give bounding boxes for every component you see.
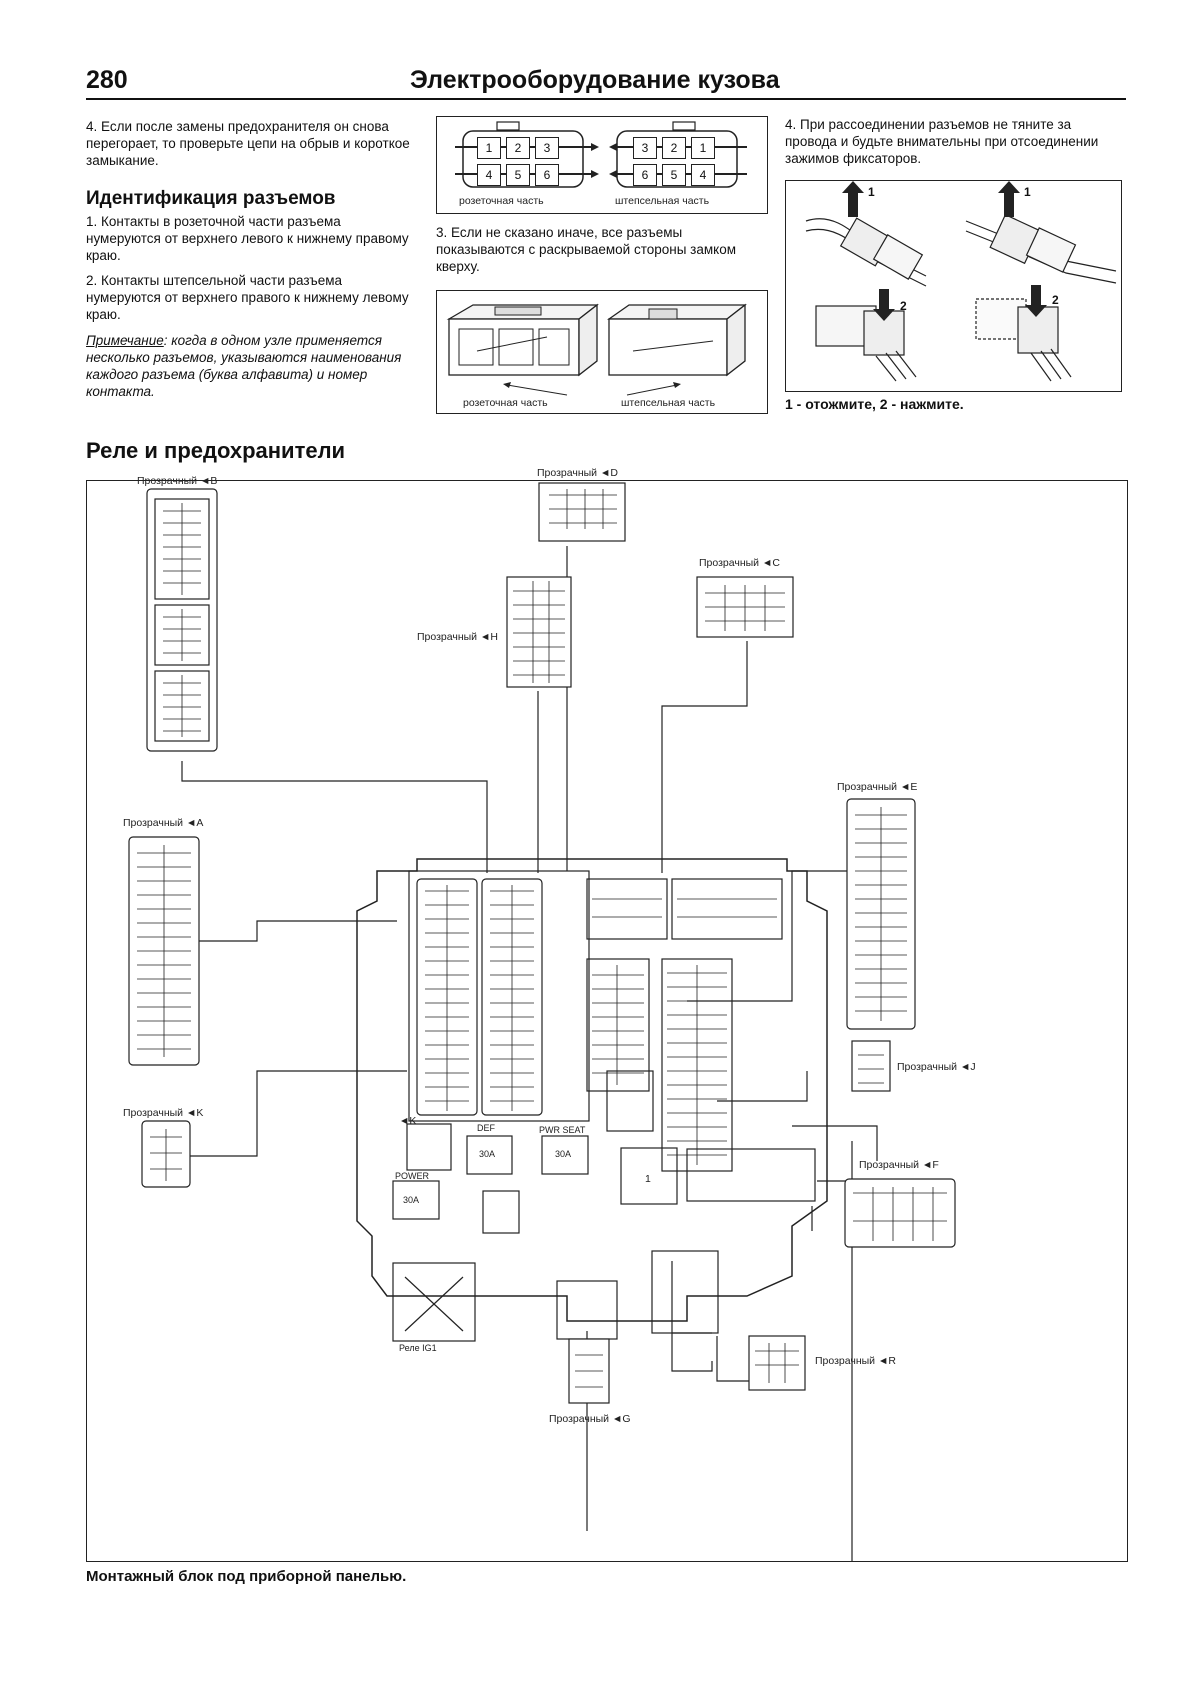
- plug-pin: 4: [691, 164, 715, 186]
- block-label-k: ◄K: [399, 1115, 417, 1127]
- disconnect-illustration: 1 1 2 2: [785, 180, 1122, 392]
- connector-orientation-figure: розеточная часть штепсельная часть: [436, 290, 768, 414]
- fuse-power-amp: 30A: [403, 1195, 420, 1205]
- socket-pin: 2: [506, 137, 530, 159]
- disconnect-legend: 1 - отожмите, 2 - нажмите.: [785, 396, 964, 412]
- connector-orientation-drawing: [446, 303, 747, 396]
- plug-pin: 3: [633, 137, 657, 159]
- plug-pin: 5: [662, 164, 686, 186]
- socket-pin: 6: [535, 164, 559, 186]
- relays-fuses-heading: Реле и предохранители: [86, 438, 346, 463]
- tag-transparent-k: Прозрачный ◄K: [123, 1107, 204, 1119]
- marker-1-left: 1: [868, 185, 875, 199]
- paragraph-3: 3. Если не сказано иначе, все разъемы по…: [436, 225, 737, 274]
- fuse-def-amp: 30A: [479, 1149, 496, 1159]
- tag-transparent-a: Прозрачный ◄A: [123, 817, 204, 829]
- relay-ig1-label: Реле IG1: [399, 1343, 437, 1353]
- tag-transparent-f: Прозрачный ◄F: [859, 1159, 939, 1171]
- item-2: 2. Контакты штепсельной части разъема ну…: [86, 273, 409, 322]
- junction-block-diagram: Прозрачный ◄B Прозрачный ◄D Прозрачный ◄…: [86, 467, 1128, 1562]
- plug-caption-2: штепсельная часть: [621, 397, 716, 409]
- figure-caption: Монтажный блок под приборной панелью.: [86, 1568, 407, 1585]
- marker-1-right: 1: [1024, 185, 1031, 199]
- plug-pin: 2: [662, 137, 686, 159]
- tag-transparent-r: Прозрачный ◄R: [815, 1355, 896, 1367]
- pin-numbering-figure: 1 2 3 4 5 6 3 2 1 6 5 4 розеточная часть…: [436, 116, 768, 214]
- g-connector-pin: 1: [645, 1173, 651, 1185]
- tag-transparent-j: Прозрачный ◄J: [897, 1061, 976, 1073]
- page-number: 280: [86, 66, 128, 94]
- junction-block-drawing: [128, 482, 956, 1561]
- paragraph-4-left: 4. Если после замены предохранителя он с…: [86, 119, 410, 168]
- note: Примечание: когда в одном узле применяет…: [86, 332, 416, 400]
- tag-transparent-g: Прозрачный ◄G: [549, 1413, 631, 1425]
- socket-pin: 5: [506, 164, 530, 186]
- section-heading-connector-id: Идентификация разъемов: [86, 188, 336, 209]
- tag-transparent-d: Прозрачный ◄D: [537, 467, 618, 479]
- marker-2-left: 2: [900, 299, 907, 313]
- socket-pin: 4: [477, 164, 501, 186]
- socket-caption-2: розеточная часть: [463, 397, 548, 409]
- disconnect-drawing: [805, 181, 1117, 382]
- tag-transparent-e: Прозрачный ◄E: [837, 781, 918, 793]
- plug-pin: 1: [691, 137, 715, 159]
- header-rule: [86, 98, 1126, 100]
- paragraph-4-right: 4. При рассоединении разъемов не тяните …: [785, 117, 1099, 166]
- fuse-power-label: POWER: [395, 1171, 430, 1181]
- tag-transparent-b: Прозрачный ◄B: [137, 475, 218, 487]
- marker-2-right: 2: [1052, 293, 1059, 307]
- fuse-def-label: DEF: [477, 1123, 495, 1133]
- socket-caption: розеточная часть: [459, 195, 544, 207]
- note-label: Примечание: [86, 333, 164, 348]
- item-1: 1. Контакты в розеточной части разъема н…: [86, 214, 409, 263]
- tag-transparent-h: Прозрачный ◄H: [417, 631, 498, 643]
- fuse-pwr-seat-amp: 30A: [555, 1149, 572, 1159]
- fuse-pwr-seat-label: PWR SEAT: [539, 1125, 586, 1135]
- socket-pin: 3: [535, 137, 559, 159]
- plug-pin: 6: [633, 164, 657, 186]
- tag-transparent-c: Прозрачный ◄C: [699, 557, 780, 569]
- note-text: : когда в одном узле применяется несколь…: [86, 333, 402, 399]
- running-title: Электрооборудование кузова: [410, 66, 780, 94]
- socket-pin: 1: [477, 137, 501, 159]
- plug-caption: штепсельная часть: [615, 195, 710, 207]
